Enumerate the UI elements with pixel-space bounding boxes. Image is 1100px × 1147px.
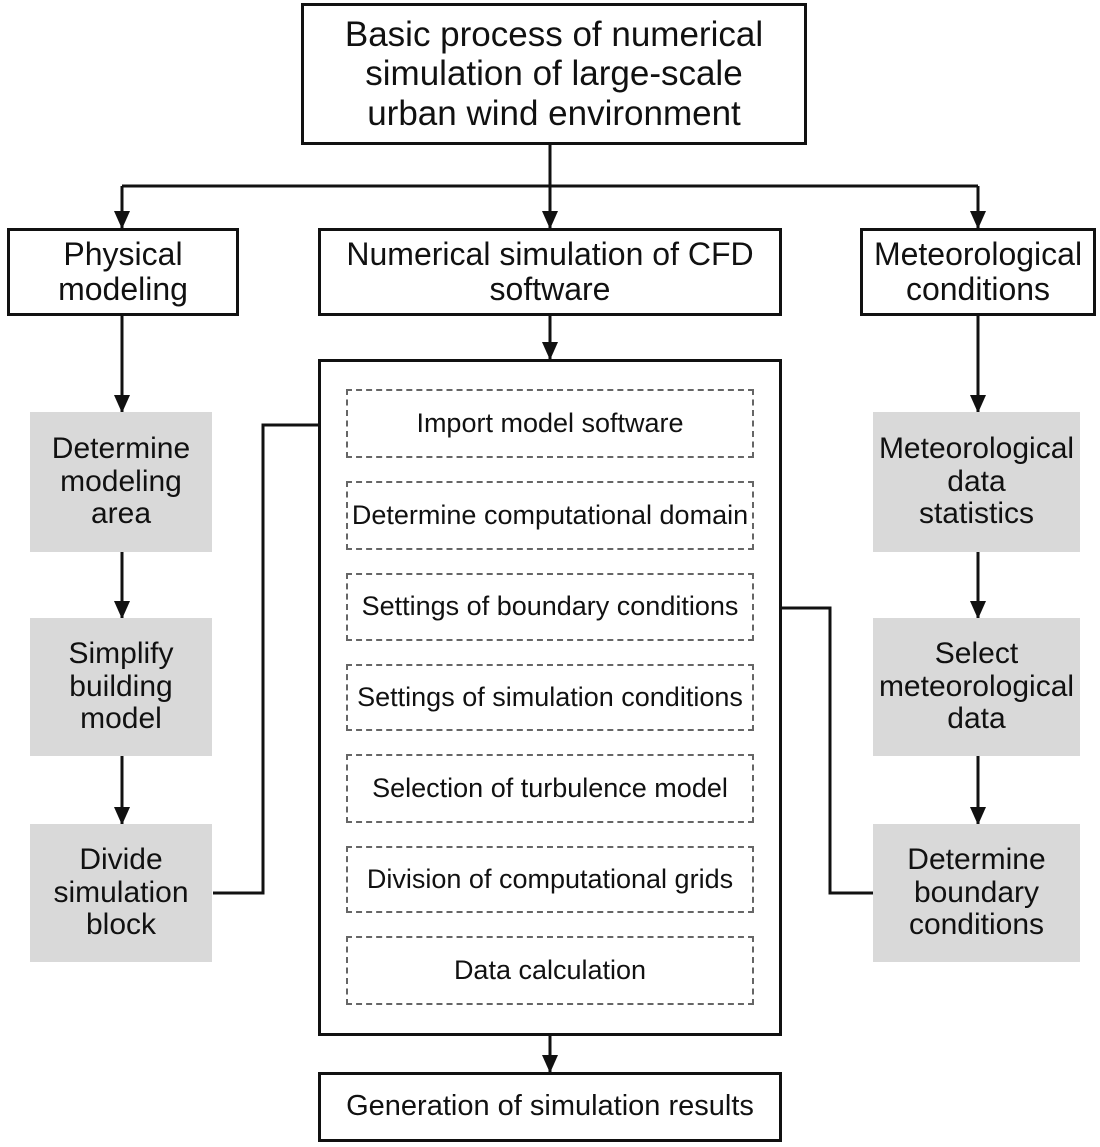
arrow-divide-to-import [213,417,347,895]
arrow-boundary-to-settings [753,600,873,895]
step-settings-boundary-conditions: Settings of boundary conditions [346,573,754,641]
step-import-model-software: Import model software [346,389,754,458]
step-division-computational-grids: Division of computational grids [346,846,754,913]
simulation-results-box: Generation of simulation results [318,1072,782,1142]
physical-modeling-box: Physical modeling [7,228,239,316]
step-settings-simulation-conditions: Settings of simulation conditions [346,664,754,731]
cfd-simulation-box: Numerical simulation of CFD software [318,228,782,316]
diagram-title: Basic process of numerical simulation of… [301,3,807,145]
divide-simulation-block-box: Divide simulation block [30,824,212,962]
meteorological-data-statistics-box: Meteorological data statistics [873,412,1080,552]
step-determine-computational-domain: Determine computational domain [346,481,754,550]
step-selection-turbulence-model: Selection of turbulence model [346,754,754,823]
determine-modeling-area-box: Determine modeling area [30,412,212,552]
step-data-calculation: Data calculation [346,936,754,1005]
simplify-building-model-box: Simplify building model [30,618,212,756]
meteorological-conditions-box: Meteorological conditions [860,228,1096,316]
select-meteorological-data-box: Select meteorological data [873,618,1080,756]
determine-boundary-conditions-box: Determine boundary conditions [873,824,1080,962]
